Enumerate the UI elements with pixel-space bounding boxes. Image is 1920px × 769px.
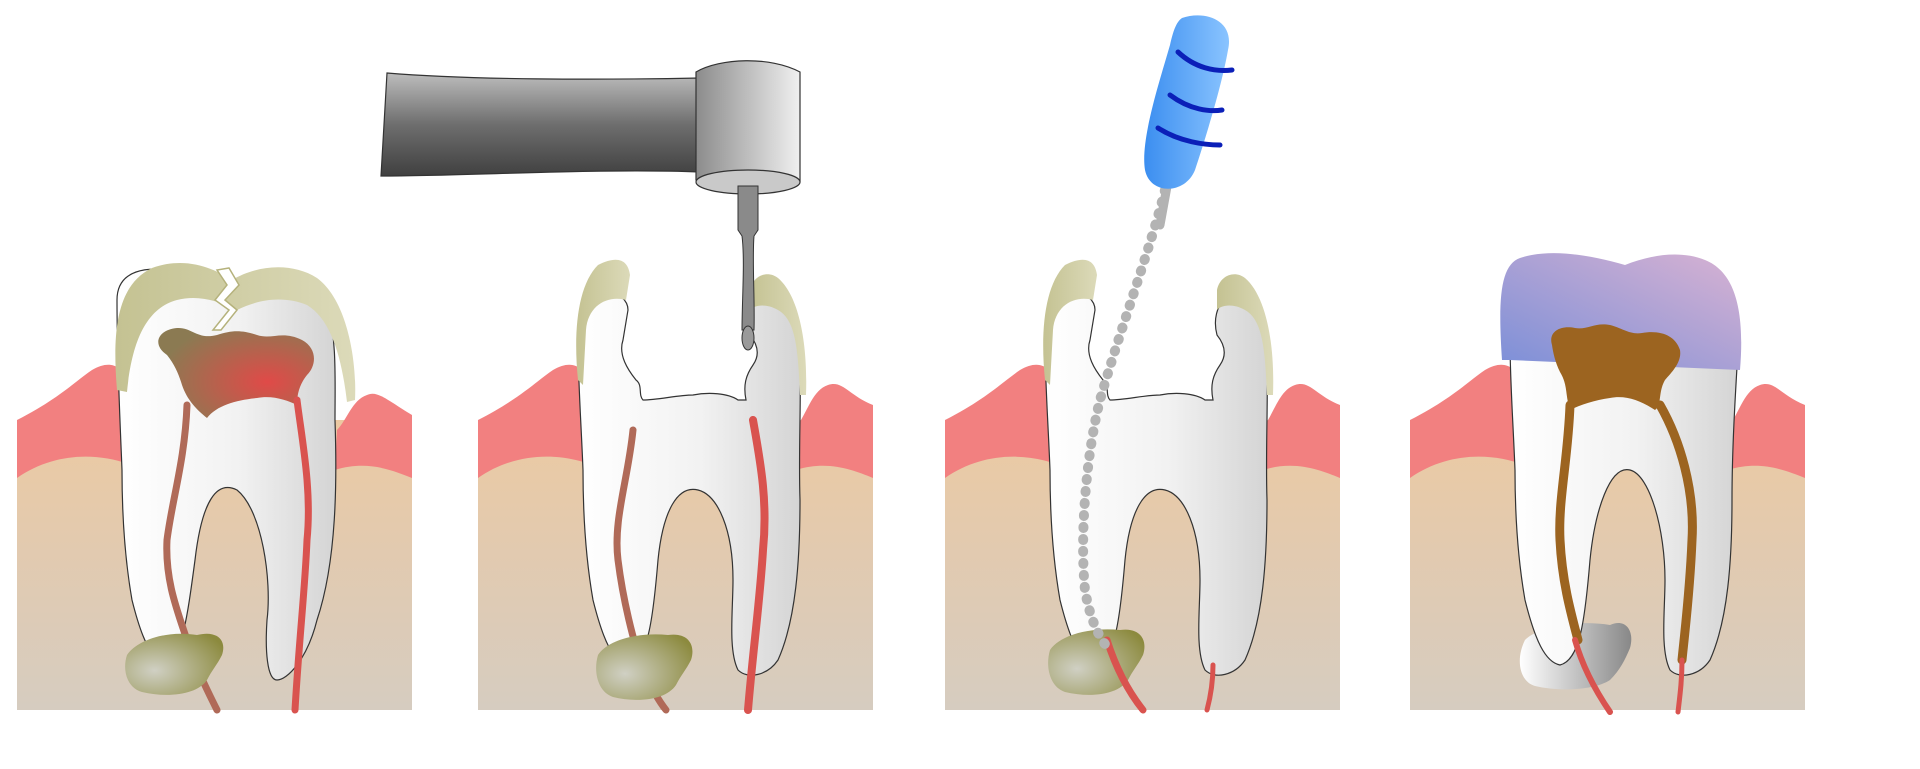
dental-drill [380, 60, 801, 351]
root-canal-right [744, 416, 769, 714]
root-canal-right [1204, 662, 1216, 713]
enamel-right [1217, 274, 1274, 395]
enamel-left [1043, 259, 1097, 385]
gum-right [335, 393, 412, 478]
abscess [596, 634, 693, 700]
endodontic-file [1078, 15, 1235, 655]
infected-pulp [158, 327, 314, 418]
root-canal-right-exit [1675, 657, 1685, 715]
drill-bur [737, 185, 759, 331]
file-ring [1167, 92, 1225, 114]
canal-filling-chamber [1551, 324, 1681, 410]
abscess [125, 633, 224, 695]
panel-filled-crowned [1410, 253, 1805, 715]
enamel-left [576, 259, 630, 385]
gum-left [945, 364, 1070, 478]
canal-filling-right [1655, 400, 1697, 665]
root-canal-left-exit [1103, 636, 1147, 714]
root-canal-left-exit [1572, 637, 1613, 715]
gum-right [1728, 384, 1805, 478]
enamel-right [750, 274, 807, 395]
file-ring [1175, 49, 1235, 73]
gum-left [17, 364, 142, 478]
enamel [115, 262, 356, 402]
panel-infected-tooth [17, 262, 412, 714]
canal-filling-left [1555, 400, 1583, 645]
gum-right [796, 384, 873, 478]
file-shaft [1078, 185, 1170, 655]
drill-bur-tip [741, 325, 755, 351]
crack [211, 267, 240, 331]
drill-handle [380, 72, 701, 177]
panel-drilling-access [478, 259, 873, 714]
gum-right [1263, 384, 1340, 478]
panel-canal-cleaning [945, 259, 1340, 714]
gum-left [1410, 364, 1535, 478]
gum-left [478, 364, 603, 478]
root-canal-right [291, 396, 312, 714]
file-ring [1155, 125, 1223, 148]
